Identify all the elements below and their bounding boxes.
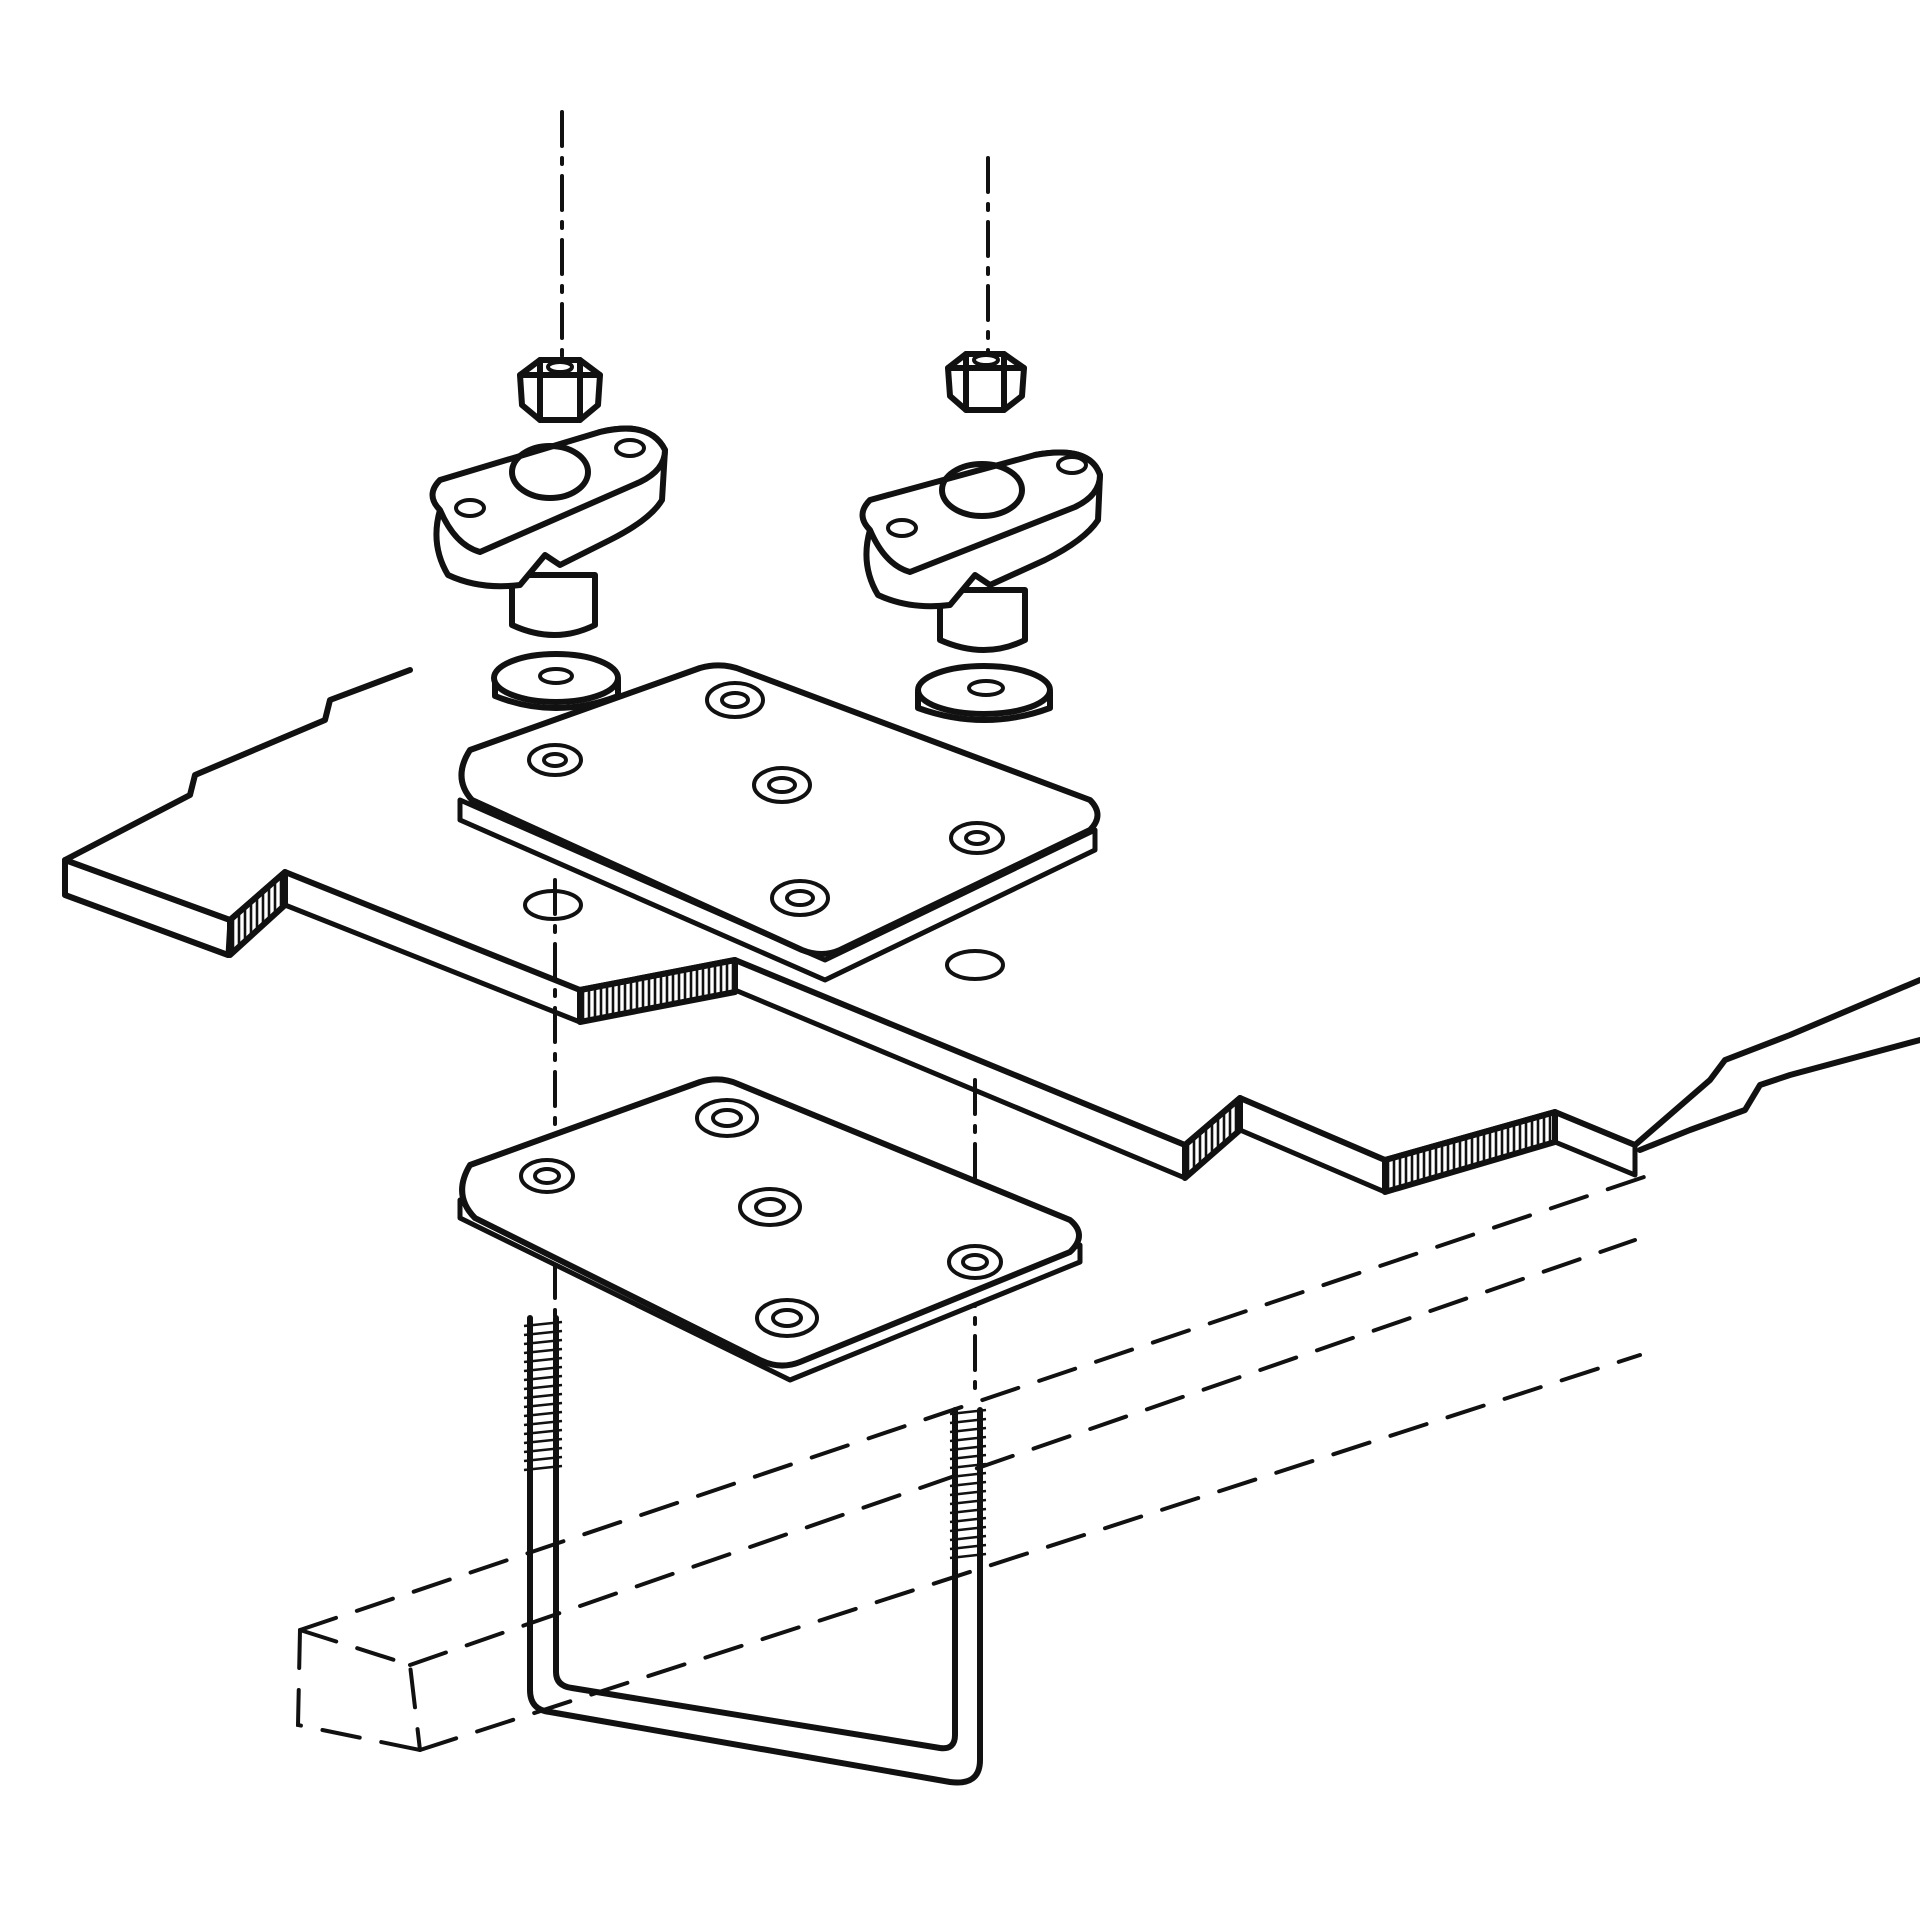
thread-line — [949, 1507, 987, 1515]
upper-plate — [457, 662, 1101, 983]
thread-line — [949, 1417, 987, 1425]
hatch-lines — [231, 875, 1552, 1190]
washer-left — [491, 651, 621, 711]
u-bolt-threads — [523, 1320, 987, 1560]
upper-plate-holes — [527, 681, 1005, 917]
thread-line — [523, 1455, 563, 1463]
thread-line — [523, 1401, 563, 1409]
thread-line — [523, 1365, 563, 1373]
foot-boss-left — [509, 572, 598, 638]
foot-boss-right — [937, 587, 1028, 653]
upper-plate-face — [458, 662, 1101, 957]
foot-bolt-hole-right-a — [886, 518, 918, 538]
thread-line — [523, 1356, 563, 1364]
thread-line — [523, 1374, 563, 1382]
u-bolt-inner — [553, 1315, 958, 1752]
beam-end-face — [295, 1628, 422, 1752]
thread-line — [949, 1453, 987, 1461]
foot-center-hole-right — [939, 461, 1025, 519]
thread-line — [949, 1471, 987, 1479]
panel-edge-right3 — [1552, 1109, 1638, 1178]
thread-line — [523, 1437, 563, 1445]
nut-right — [945, 351, 1027, 413]
foot-bolt-hole-right-b — [1056, 455, 1088, 475]
panel-edge-right2 — [1237, 1095, 1388, 1195]
u-bolt-outer — [527, 1315, 983, 1786]
foot-top-right — [859, 449, 1103, 575]
panel-edge-left — [62, 857, 233, 958]
thread-line — [523, 1419, 563, 1427]
thread-line — [949, 1525, 987, 1533]
beam-top-front-edge — [408, 1238, 1637, 1667]
lower-plate-face — [459, 1076, 1082, 1369]
thread-line — [949, 1498, 987, 1506]
thread-line — [523, 1320, 563, 1328]
foot-center-hole-left — [509, 443, 591, 501]
thread-line — [949, 1552, 987, 1560]
thread-line — [523, 1392, 563, 1400]
thread-line — [949, 1426, 987, 1434]
foot-bolt-hole-left-a — [454, 498, 486, 518]
beam-bottom-edge — [418, 1353, 1642, 1752]
upper-plate-thickness — [457, 797, 1098, 983]
beam-end-top — [298, 1628, 422, 1752]
thread-line — [949, 1543, 987, 1551]
thread-line — [523, 1383, 563, 1391]
thread-line — [949, 1480, 987, 1488]
lower-plate-holes — [519, 1098, 1003, 1338]
panel-lower-right-edge — [1637, 1037, 1920, 1153]
thread-line — [523, 1446, 563, 1454]
beam — [295, 1173, 1652, 1752]
thread-line — [949, 1444, 987, 1452]
foot-top-left — [429, 425, 668, 555]
panel-left-thickness — [62, 857, 231, 958]
thread-line — [949, 1408, 987, 1416]
thread-line — [523, 1329, 563, 1337]
mounting-foot-right — [859, 449, 1103, 653]
thread-line — [523, 1338, 563, 1346]
thread-line — [523, 1347, 563, 1355]
thread-line — [949, 1516, 987, 1524]
thread-line — [949, 1534, 987, 1542]
washer-right — [915, 663, 1053, 723]
floor-hole-right — [945, 949, 1005, 981]
thread-line — [523, 1410, 563, 1418]
lower-plate — [457, 1076, 1083, 1383]
thread-line — [949, 1435, 987, 1443]
thread-line — [949, 1489, 987, 1497]
panel-outline — [62, 667, 1920, 1163]
thread-line — [523, 1428, 563, 1436]
thread-line — [949, 1462, 987, 1470]
thread-line — [523, 1464, 563, 1472]
foot-bolt-hole-left-b — [614, 438, 646, 458]
nut-left — [517, 357, 603, 423]
mounting-foot-left — [429, 425, 668, 638]
floor-panel — [62, 667, 1920, 1195]
u-bolt — [523, 1315, 987, 1786]
